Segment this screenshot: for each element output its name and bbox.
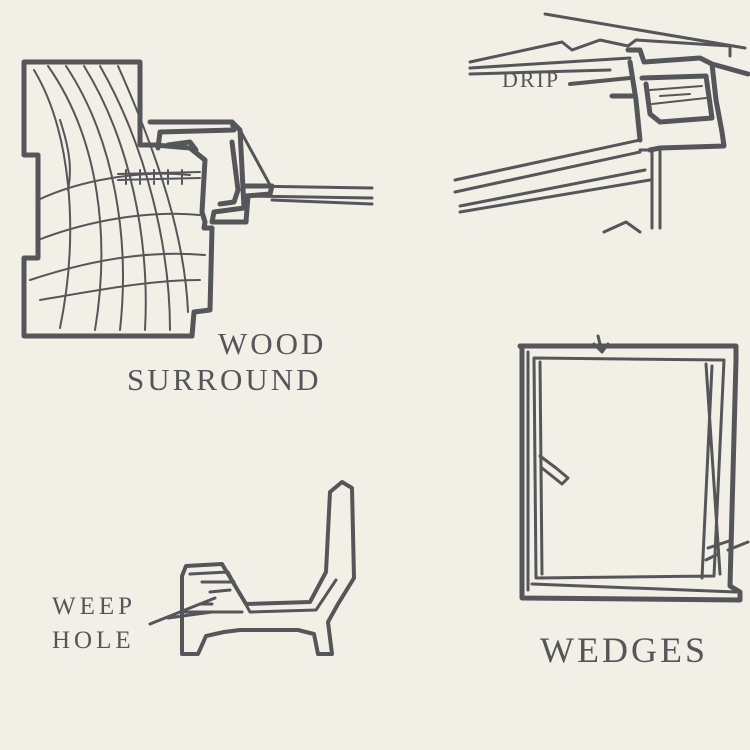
weep-hole-section-outline — [180, 480, 356, 656]
wedge-right — [704, 538, 750, 562]
weep-hole-inner-lines — [178, 570, 338, 614]
wood-grain-lines — [29, 65, 206, 331]
wood-surround-label-line2: SURROUND — [127, 362, 322, 397]
drip-outline — [468, 12, 747, 76]
wedges-drawing — [517, 334, 750, 603]
drip-leader — [568, 76, 632, 86]
fixing-screw — [117, 169, 201, 185]
weep-hole-leader — [148, 596, 217, 626]
drip-drawing — [453, 12, 750, 234]
drip-label: DRIP — [502, 67, 561, 92]
wedges-frame-outer — [517, 343, 743, 603]
weep-hole-label-line1: WEEP — [52, 593, 137, 620]
wood-section-outline — [21, 59, 215, 339]
wood-surround-drawing — [21, 59, 374, 339]
wood-surround-label-line1: WOOD — [218, 326, 327, 361]
weep-hole-drawing — [148, 480, 356, 656]
glazing-lines — [238, 128, 374, 206]
drip-glass — [649, 85, 707, 105]
wedges-label: WEDGES — [540, 630, 708, 670]
wedge-left — [538, 454, 570, 486]
weep-hole-label-line2: HOLE — [52, 627, 135, 654]
wedge-top — [592, 334, 610, 354]
drip-frame-section — [609, 47, 750, 153]
drip-sill — [453, 138, 662, 234]
